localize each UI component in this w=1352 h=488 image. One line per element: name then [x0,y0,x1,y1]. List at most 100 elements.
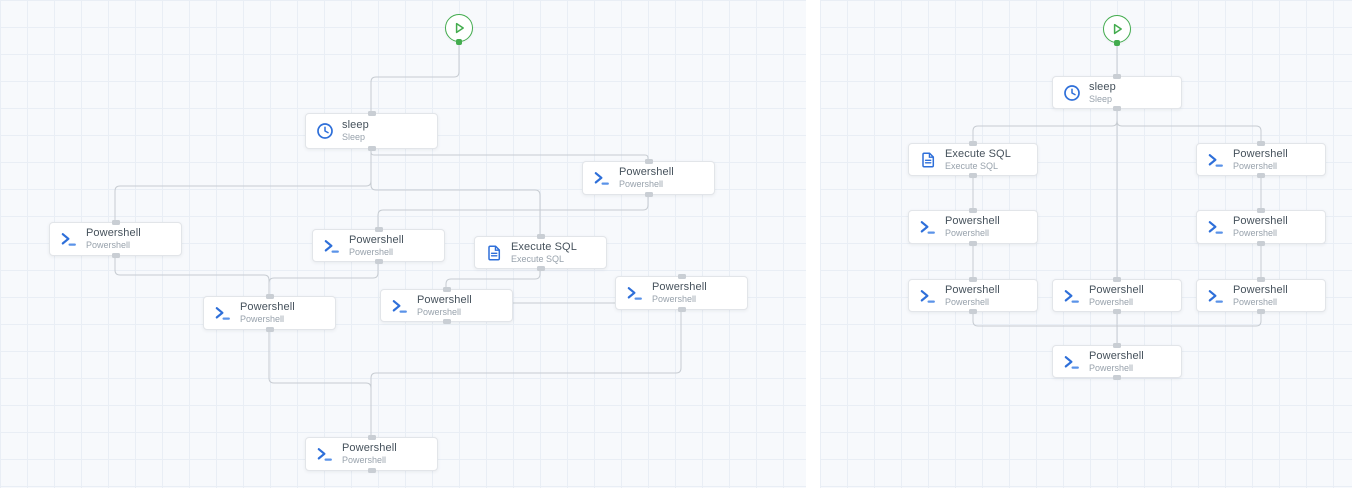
start-node[interactable] [1103,15,1131,46]
document-icon [485,244,503,262]
node-subtitle: Powershell [417,306,462,317]
output-connector[interactable] [111,253,120,258]
terminal-icon [1207,218,1225,236]
node-title: Powershell [86,227,141,239]
input-connector[interactable] [969,277,977,282]
node-title: sleep [1089,80,1116,93]
node-title: Powershell [1089,283,1144,296]
output-connector[interactable] [1113,309,1121,314]
terminal-icon [919,218,937,236]
output-connector[interactable] [536,266,545,271]
input-connector[interactable] [367,111,376,116]
edge [370,149,541,236]
node-title: Powershell [240,301,295,313]
input-connector[interactable] [1257,277,1265,282]
terminal-icon [316,445,334,463]
edge [370,42,460,113]
node-title: Execute SQL [511,240,577,253]
start-node[interactable] [445,14,473,45]
input-connector[interactable] [367,435,376,440]
node-subtitle: Powershell [1089,362,1134,373]
terminal-icon [323,237,341,255]
edge [445,269,541,289]
terminal-icon [1207,287,1225,305]
node-subtitle: Powershell [349,246,394,257]
input-connector[interactable] [1113,343,1121,348]
output-connector[interactable] [1113,375,1121,380]
edge [377,195,649,229]
terminal-icon [593,169,611,187]
node-subtitle: Powershell [240,314,285,324]
node-subtitle: Powershell [652,294,697,304]
input-connector[interactable] [1113,74,1121,79]
node-title: Powershell [652,281,707,293]
node-subtitle: Powershell [86,240,131,250]
node-subtitle: Powershell [619,179,664,189]
node-subtitle: Powershell [945,296,990,307]
output-connector[interactable] [969,241,977,246]
input-connector[interactable] [111,220,120,225]
node-subtitle: Sleep [342,132,366,142]
edge [114,149,372,222]
start-output-connector[interactable] [1114,40,1120,46]
output-connector[interactable] [1257,241,1265,246]
clock-icon [316,122,334,140]
node-title: Powershell [945,283,1000,296]
input-connector[interactable] [374,227,383,232]
input-connector[interactable] [1113,277,1121,282]
output-connector[interactable] [1113,106,1121,111]
output-connector[interactable] [644,192,653,197]
output-connector[interactable] [367,468,376,473]
input-connector[interactable] [442,287,451,292]
input-connector[interactable] [677,274,686,279]
input-connector[interactable] [969,141,977,146]
play-icon [1109,21,1125,37]
node-title: Powershell [619,166,674,178]
input-connector[interactable] [644,159,653,164]
output-connector[interactable] [374,259,383,264]
node-title: Powershell [349,233,404,246]
terminal-icon [1207,151,1225,169]
output-connector[interactable] [969,173,977,178]
start-output-connector[interactable] [456,39,462,45]
output-connector[interactable] [1257,309,1265,314]
output-connector[interactable] [969,309,977,314]
edge [972,109,1118,143]
output-connector[interactable] [1257,173,1265,178]
terminal-icon [214,304,232,322]
input-connector[interactable] [1257,208,1265,213]
output-connector[interactable] [367,146,376,151]
output-connector[interactable] [442,319,451,324]
output-connector[interactable] [677,307,686,312]
output-connector[interactable] [265,327,274,332]
node-subtitle: Execute SQL [945,160,999,171]
edges-layer [972,43,1262,345]
input-connector[interactable] [536,234,545,239]
terminal-icon [1063,353,1081,371]
input-connector[interactable] [969,208,977,213]
input-connector[interactable] [265,294,274,299]
input-connector[interactable] [1257,141,1265,146]
edge [1116,109,1262,143]
node-title: Execute SQL [945,147,1011,160]
